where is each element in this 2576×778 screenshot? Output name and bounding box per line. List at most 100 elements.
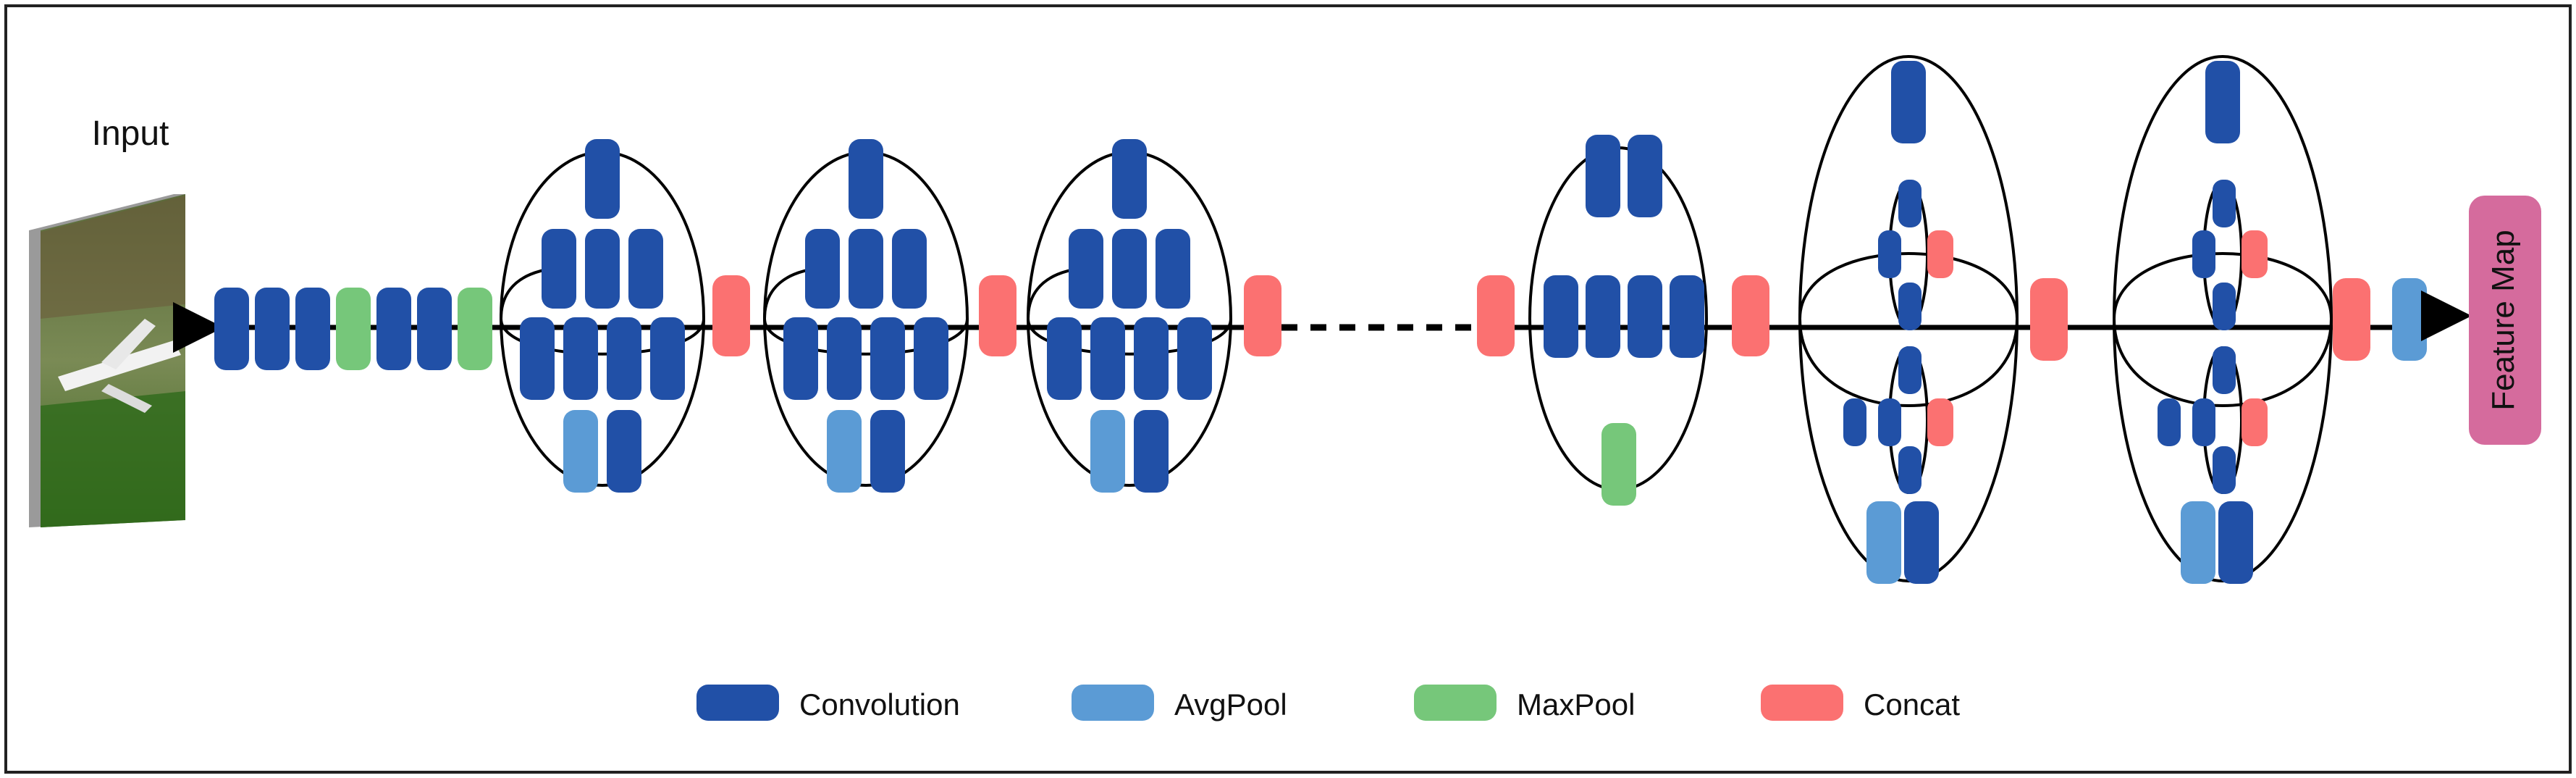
conv-block	[585, 229, 620, 309]
conv-block	[1112, 229, 1147, 309]
conv-block	[783, 317, 818, 400]
conv-block	[849, 229, 883, 309]
conv-block	[2192, 230, 2215, 278]
conv-block	[1112, 139, 1147, 219]
maxpool-block	[1601, 423, 1636, 506]
conv-block	[1134, 317, 1169, 400]
feature-map-block	[2469, 196, 2541, 445]
conv-block	[585, 139, 620, 219]
feature-map-label: Feature Map	[2485, 230, 2521, 410]
conv-block	[1670, 275, 1704, 358]
conv-block	[607, 317, 641, 400]
conv-block	[2218, 501, 2253, 584]
concat-block	[2242, 398, 2268, 446]
avgpool-block	[1090, 410, 1125, 493]
svg-text:AvgPool: AvgPool	[1174, 687, 1287, 721]
conv-block	[2213, 446, 2236, 494]
conv-block	[1544, 275, 1578, 358]
avgpool-block	[2392, 278, 2427, 361]
conv-block	[520, 317, 555, 400]
concat-block	[2242, 230, 2268, 278]
conv-block	[2213, 180, 2236, 227]
conv-block	[1891, 61, 1926, 143]
input-image	[29, 194, 185, 527]
conv-block	[563, 317, 598, 400]
svg-text:Concat: Concat	[1864, 687, 1960, 721]
conv-block	[2213, 283, 2236, 330]
concat-block	[2333, 278, 2370, 361]
branch-connector	[1798, 318, 2019, 407]
branch-connector	[1798, 252, 2019, 319]
conv-block	[892, 229, 927, 309]
svg-text:Convolution: Convolution	[799, 687, 960, 721]
conv-block	[295, 288, 330, 370]
conv-block	[914, 317, 948, 400]
block-layer	[214, 55, 2427, 584]
conv-block	[1047, 317, 1082, 400]
concat-block	[1244, 275, 1281, 356]
conv-block	[1628, 135, 1662, 217]
conv-block	[1177, 317, 1212, 400]
outer-frame	[4, 4, 2572, 774]
branch-connector	[1027, 318, 1232, 356]
avgpool-block	[2181, 501, 2215, 584]
conv-block	[2158, 398, 2181, 446]
conv-block	[1898, 283, 1922, 330]
conv-block	[255, 288, 290, 370]
legend: Convolution AvgPool MaxPool Concat	[696, 685, 1960, 721]
conv-block	[870, 317, 905, 400]
legend-item-convolution: Convolution	[696, 685, 960, 721]
avgpool-block	[1866, 501, 1901, 584]
branch-connector	[763, 318, 969, 356]
concat-block	[979, 275, 1016, 356]
conv-block	[1878, 398, 1901, 446]
conv-block	[2213, 346, 2236, 394]
concat-block	[712, 275, 750, 356]
conv-block	[1898, 446, 1922, 494]
conv-block	[2205, 61, 2240, 143]
branch-connector	[2113, 318, 2333, 407]
conv-block	[376, 288, 411, 370]
branch-connector	[2113, 252, 2333, 319]
conv-block	[1628, 275, 1662, 358]
concat-block	[1732, 275, 1769, 356]
concat-block	[1927, 230, 1953, 278]
legend-item-avgpool: AvgPool	[1072, 685, 1287, 721]
conv-block	[542, 229, 576, 309]
conv-block	[1878, 230, 1901, 278]
legend-item-maxpool: MaxPool	[1414, 685, 1635, 721]
conv-block	[214, 288, 249, 370]
maxpool-block	[336, 288, 371, 370]
conv-block	[827, 317, 862, 400]
conv-block	[1586, 135, 1620, 217]
conv-block	[417, 288, 452, 370]
concat-block	[2030, 278, 2068, 361]
conv-block	[1069, 229, 1103, 309]
legend-item-concat: Concat	[1761, 685, 1960, 721]
conv-block	[1904, 501, 1939, 584]
conv-block	[607, 410, 641, 493]
input-label: Input	[92, 114, 169, 153]
conv-block	[650, 317, 685, 400]
concat-block	[1927, 398, 1953, 446]
conv-block	[1843, 398, 1866, 446]
conv-block	[870, 410, 905, 493]
avgpool-block	[827, 410, 862, 493]
concat-block	[1477, 275, 1515, 356]
branch-connector	[500, 318, 705, 356]
conv-block	[1134, 410, 1169, 493]
svg-text:MaxPool: MaxPool	[1517, 687, 1635, 721]
conv-block	[1586, 275, 1620, 358]
conv-block	[628, 229, 663, 309]
maxpool-block	[458, 288, 492, 370]
conv-block	[2192, 398, 2215, 446]
conv-block	[1090, 317, 1125, 400]
conv-block	[1898, 180, 1922, 227]
conv-block	[805, 229, 840, 309]
conv-block	[849, 139, 883, 219]
conv-block	[1898, 346, 1922, 394]
avgpool-block	[563, 410, 598, 493]
conv-block	[1156, 229, 1190, 309]
